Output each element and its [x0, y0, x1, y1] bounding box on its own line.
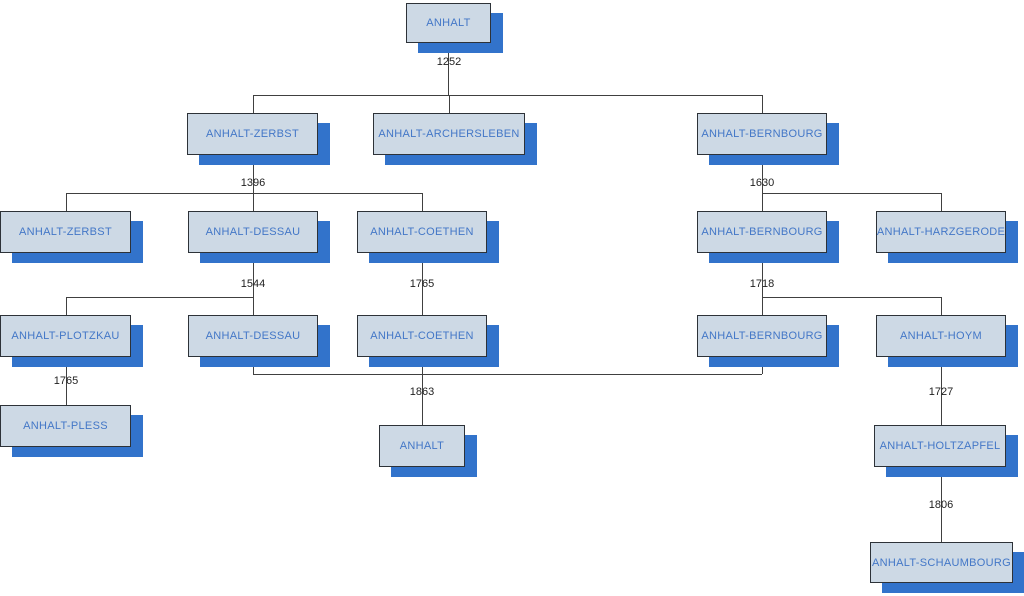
- year-label-1718: 1718: [749, 278, 775, 290]
- connector-line: [762, 193, 941, 194]
- connector-line: [253, 95, 254, 113]
- connector-line: [66, 193, 422, 194]
- connector-line: [941, 467, 942, 542]
- connector-line: [941, 357, 942, 425]
- connector-line: [762, 357, 763, 374]
- connector-line: [253, 357, 254, 374]
- connector-line: [448, 43, 449, 95]
- connector-line: [762, 253, 763, 297]
- node-anhalt-coethen-a[interactable]: ANHALT-COETHEN: [357, 211, 487, 253]
- node-label: ANHALT-BERNBOURG: [701, 330, 823, 342]
- year-label-1396: 1396: [240, 177, 266, 189]
- node-label: ANHALT-BERNBOURG: [701, 226, 823, 238]
- connector-line: [253, 193, 254, 211]
- node-anhalt-holtzapfel[interactable]: ANHALT-HOLTZAPFEL: [874, 425, 1006, 467]
- connector-line: [941, 193, 942, 211]
- node-label: ANHALT-ZERBST: [206, 128, 299, 140]
- connector-line: [941, 297, 942, 315]
- node-label: ANHALT: [399, 440, 445, 452]
- year-label-1252: 1252: [436, 56, 462, 68]
- node-label: ANHALT-COETHEN: [370, 330, 474, 342]
- connector-line: [66, 297, 253, 298]
- node-anhalt-bernbourg-a[interactable]: ANHALT-BERNBOURG: [697, 113, 827, 155]
- connector-line: [253, 297, 254, 315]
- connector-line: [253, 95, 762, 96]
- node-anhalt-schaumbourg[interactable]: ANHALT-SCHAUMBOURG: [870, 542, 1013, 583]
- node-anhalt-dessau-b[interactable]: ANHALT-DESSAU: [188, 315, 318, 357]
- connector-line: [762, 155, 763, 193]
- connector-line: [422, 357, 423, 374]
- connector-line: [66, 357, 67, 405]
- node-label: ANHALT-PLESS: [23, 420, 108, 432]
- connector-line: [253, 155, 254, 193]
- node-label: ANHALT: [426, 17, 471, 29]
- year-label-1863: 1863: [409, 386, 435, 398]
- node-label: ANHALT-HARZGERODE: [876, 226, 1006, 238]
- year-label-1544: 1544: [240, 278, 266, 290]
- node-anhalt-bernbourg-c[interactable]: ANHALT-BERNBOURG: [697, 315, 827, 357]
- node-anhalt-bernbourg-b[interactable]: ANHALT-BERNBOURG: [697, 211, 827, 253]
- node-label: ANHALT-DESSAU: [205, 330, 301, 342]
- connector-line: [762, 95, 763, 113]
- connector-line: [66, 193, 67, 211]
- node-label: ANHALT-ZERBST: [19, 226, 112, 238]
- node-label: ANHALT-HOYM: [900, 330, 982, 342]
- connector-line: [422, 253, 423, 315]
- connector-line: [66, 297, 67, 315]
- node-anhalt-zerbst-a[interactable]: ANHALT-ZERBST: [187, 113, 318, 155]
- connector-line: [762, 297, 763, 315]
- node-anhalt-hoym[interactable]: ANHALT-HOYM: [876, 315, 1006, 357]
- year-label-1727: 1727: [928, 386, 954, 398]
- connector-line: [253, 253, 254, 297]
- node-anhalt-coethen-b[interactable]: ANHALT-COETHEN: [357, 315, 487, 357]
- year-label-1630: 1630: [749, 177, 775, 189]
- node-anhalt-duchy[interactable]: ANHALT: [379, 425, 465, 467]
- node-anhalt-root[interactable]: ANHALT: [406, 3, 491, 43]
- node-label: ANHALT-DESSAU: [205, 226, 301, 238]
- node-anhalt-harzgerode[interactable]: ANHALT-HARZGERODE: [876, 211, 1006, 253]
- node-anhalt-dessau-a[interactable]: ANHALT-DESSAU: [188, 211, 318, 253]
- node-anhalt-pless[interactable]: ANHALT-PLESS: [0, 405, 131, 447]
- connector-line: [762, 193, 763, 211]
- node-label: ANHALT-ARCHERSLEBEN: [378, 128, 520, 140]
- connector-line: [422, 374, 423, 425]
- connector-line: [762, 297, 941, 298]
- year-label-1765-coethen: 1765: [409, 278, 435, 290]
- year-label-1765-pless: 1765: [53, 375, 79, 387]
- year-label-1806: 1806: [928, 499, 954, 511]
- node-label: ANHALT-COETHEN: [370, 226, 474, 238]
- node-label: ANHALT-SCHAUMBOURG: [871, 556, 1012, 569]
- node-anhalt-archersleben[interactable]: ANHALT-ARCHERSLEBEN: [373, 113, 525, 155]
- node-label: ANHALT-PLOTZKAU: [11, 330, 120, 342]
- node-anhalt-zerbst-b[interactable]: ANHALT-ZERBST: [0, 211, 131, 253]
- node-anhalt-plotzkau[interactable]: ANHALT-PLOTZKAU: [0, 315, 131, 357]
- node-label: ANHALT-BERNBOURG: [701, 128, 823, 140]
- connector-line: [253, 374, 762, 375]
- connector-line: [449, 95, 450, 113]
- node-label: ANHALT-HOLTZAPFEL: [879, 440, 1001, 452]
- connector-line: [422, 193, 423, 211]
